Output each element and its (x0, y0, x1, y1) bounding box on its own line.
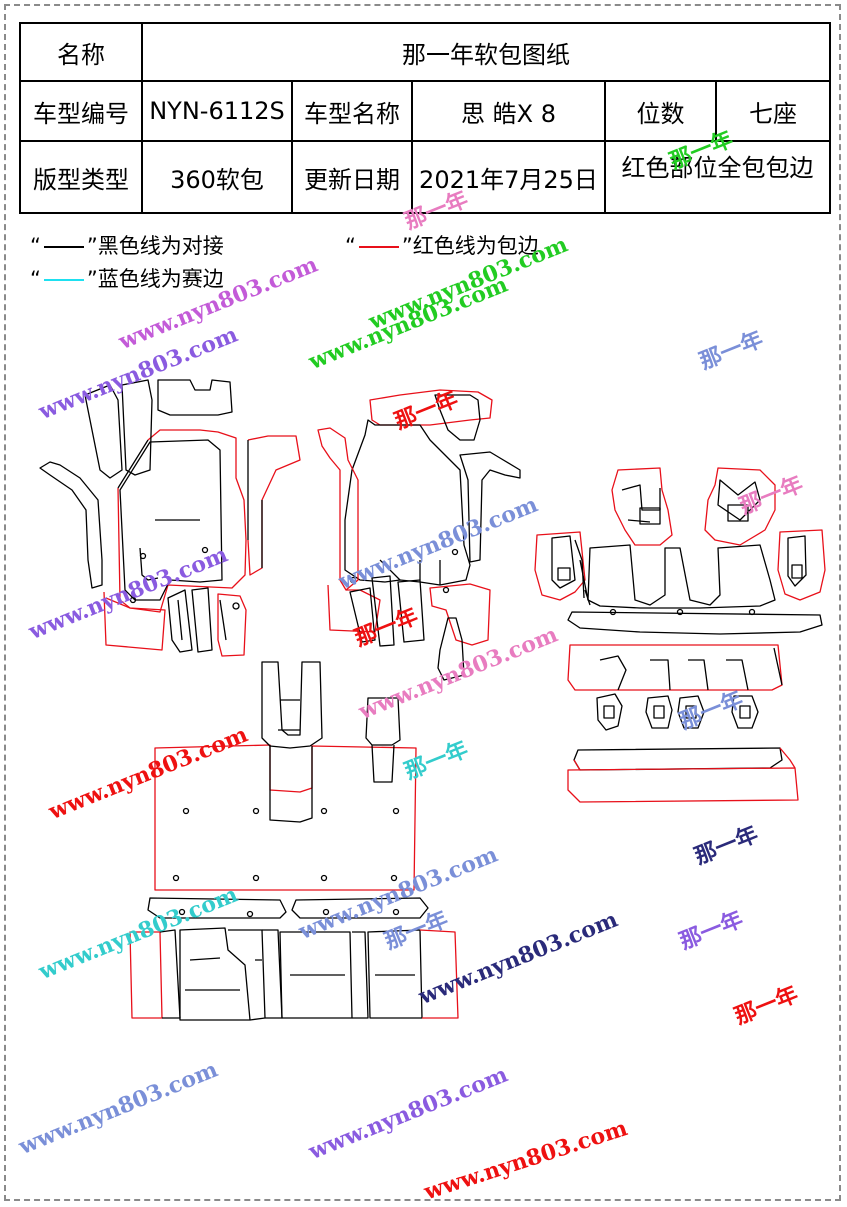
middle-floor-piece (129, 661, 459, 1021)
model-code-label: 车型编号 (19, 80, 143, 142)
name-label: 名称 (19, 22, 143, 82)
update-date-label: 更新日期 (291, 140, 413, 214)
model-name-label: 车型名称 (291, 80, 413, 142)
name-value: 那一年软包图纸 (141, 22, 831, 82)
legend-quote: “ (30, 267, 41, 291)
black-line-swatch (43, 246, 84, 248)
model-name-value: 思 皓X 8 (411, 80, 606, 142)
red-line-swatch (358, 246, 399, 248)
legend-red-text: ”红色线为包边 (401, 234, 539, 258)
pattern-type-label: 版型类型 (19, 140, 143, 214)
model-code-value: NYN-6112S (141, 80, 293, 142)
legend-quote: “ (30, 234, 41, 258)
pattern-type-value: 360软包 (141, 140, 293, 214)
dashed-page-border (4, 4, 841, 1201)
seats-label: 位数 (604, 80, 717, 142)
cyan-line-swatch (43, 279, 84, 281)
spec-table: 名称 那一年软包图纸 车型编号 NYN-6112S 车型名称 思 皓X 8 位数… (19, 22, 831, 214)
front-left-floor-piece (39, 379, 301, 657)
legend-cyan: “ ”蓝色线为赛边 (30, 263, 224, 293)
legend-cyan-text: ”蓝色线为赛边 (86, 267, 224, 291)
seats-value: 七座 (715, 80, 831, 142)
legend-black-text: ”黑色线为对接 (86, 234, 224, 258)
front-right-floor-piece (317, 389, 521, 681)
legend-black: “ ”黑色线为对接 (30, 230, 224, 260)
legend-red: “ ”红色线为包边 (345, 230, 539, 260)
update-date-value: 2021年7月25日 (411, 140, 606, 214)
rear-seat-pieces (534, 467, 826, 803)
note-cell: 红色部位全包包边 (604, 140, 831, 214)
legend-quote: “ (345, 234, 356, 258)
